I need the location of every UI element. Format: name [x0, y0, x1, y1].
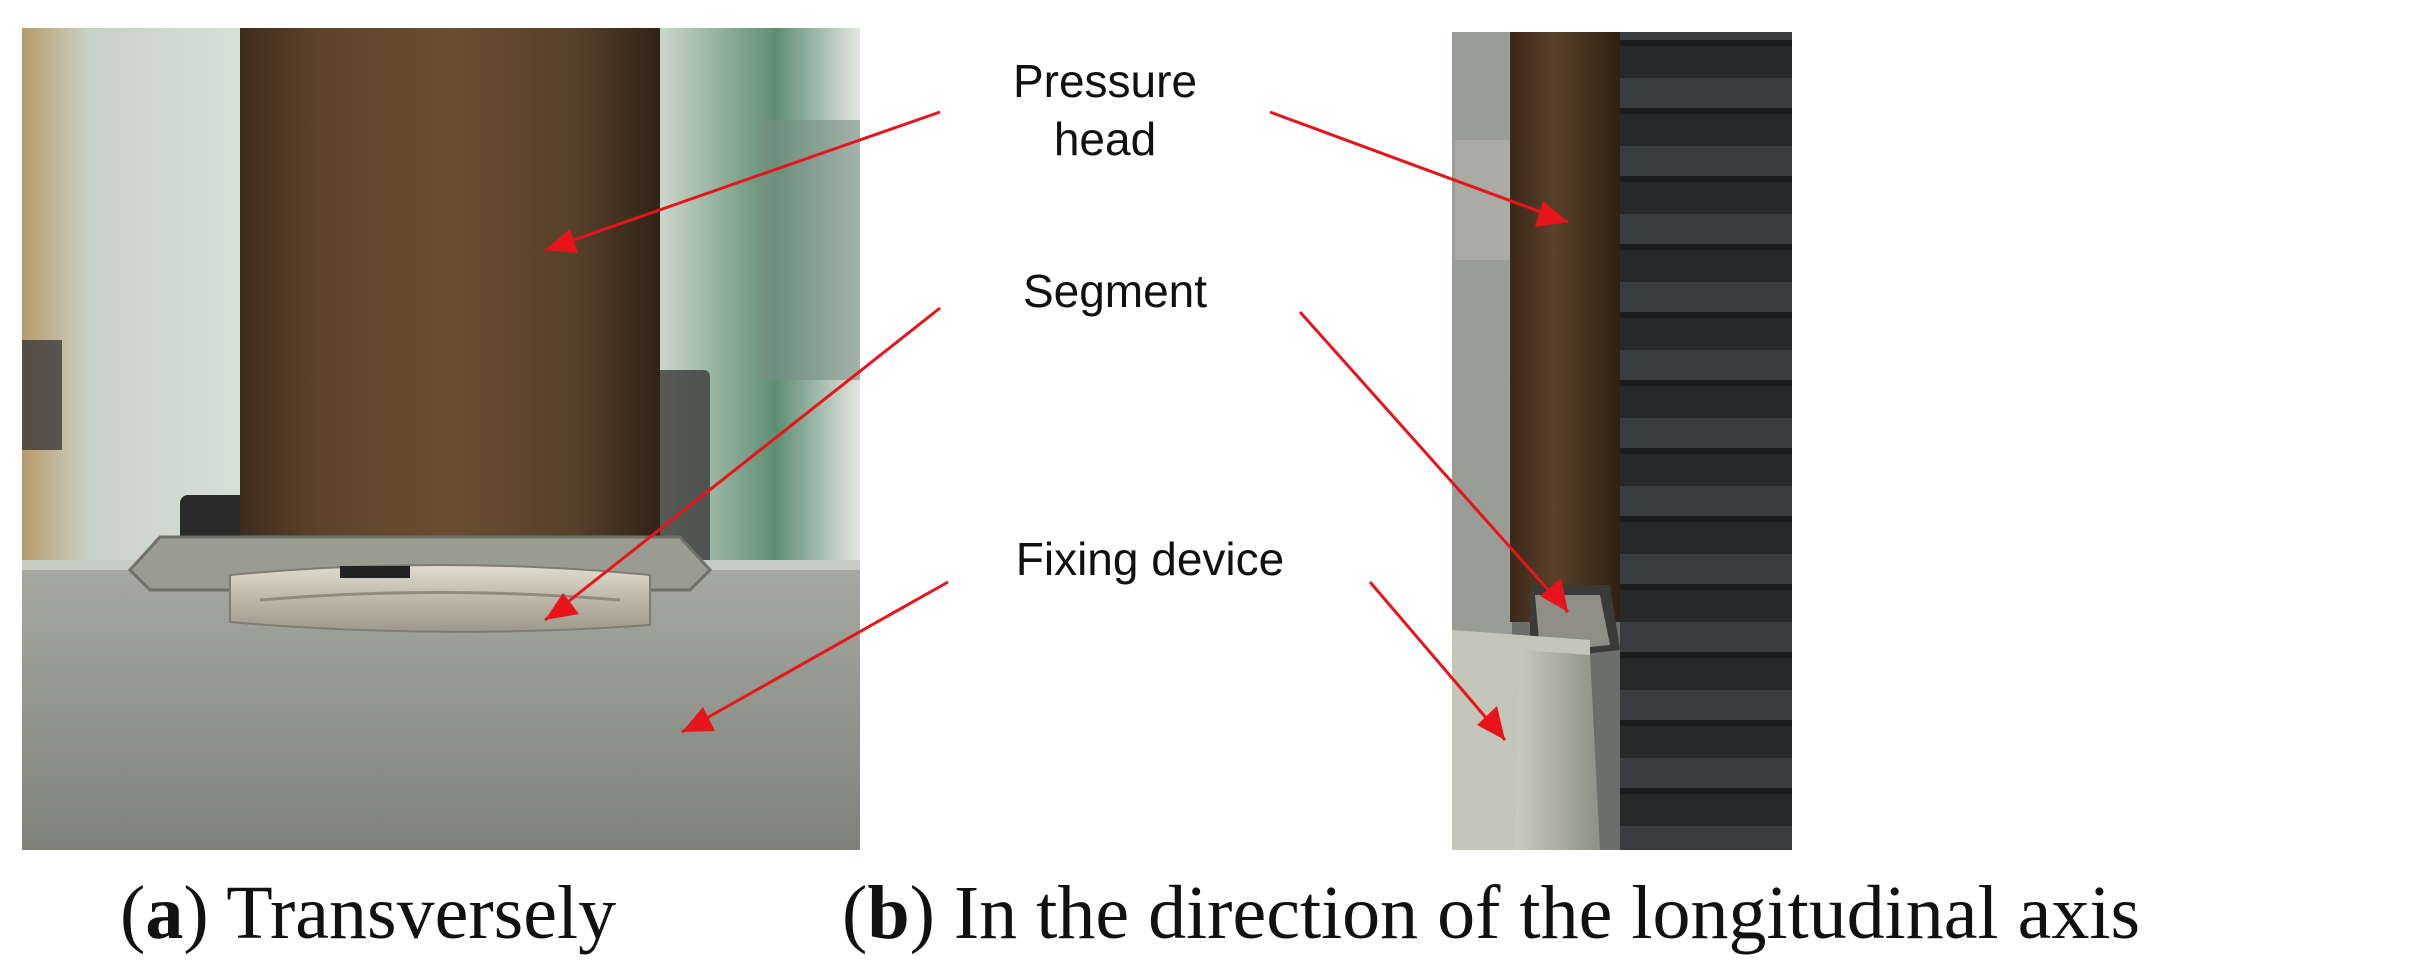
- arrowhead-pressure-head-b: [1535, 201, 1568, 227]
- label-pressure-head-line1: Pressure: [1012, 55, 1198, 107]
- arrow-segment-a: [544, 306, 941, 622]
- caption-a-text: Transversely: [226, 871, 617, 955]
- annotation-arrows: [544, 110, 1570, 741]
- caption-b-letter: b: [867, 871, 910, 955]
- label-pressure-head-line2: head: [1053, 113, 1157, 165]
- arrow-fixing-device-b: [1368, 581, 1507, 741]
- label-segment: Segment: [1022, 265, 1208, 317]
- arrowhead-segment-b: [1540, 578, 1568, 612]
- arrow-fixing-device-a: [681, 580, 949, 734]
- photo-longitudinal: [1452, 32, 1792, 850]
- photo-transverse: [22, 28, 860, 850]
- caption-b-text: In the direction of the longitudinal axi…: [953, 871, 2141, 955]
- arrow-pressure-head-a: [544, 110, 941, 252]
- arrowhead-fixing-device-a: [682, 707, 715, 732]
- arrowhead-pressure-head-a: [545, 229, 578, 253]
- label-fixing-device: Fixing device: [1015, 533, 1285, 585]
- caption-a-letter: a: [145, 871, 184, 955]
- arrowhead-fixing-device-b: [1477, 706, 1505, 740]
- arrowhead-segment-a: [545, 593, 579, 620]
- label-pressure-head: Pressure head: [980, 52, 1230, 168]
- arrow-segment-b: [1298, 311, 1570, 613]
- caption-b: (b) In the direction of the longitudinal…: [842, 871, 2141, 955]
- arrow-pressure-head-b: [1269, 110, 1569, 224]
- caption-a: (a) Transversely: [120, 871, 617, 955]
